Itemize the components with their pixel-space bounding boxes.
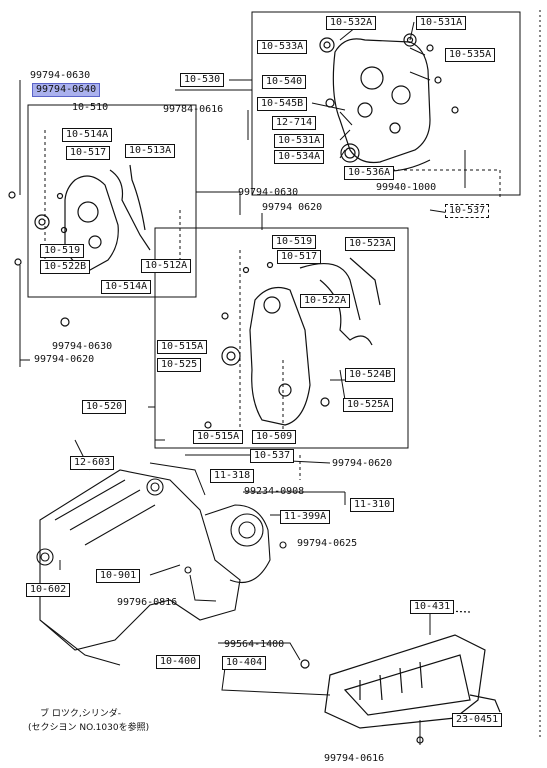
label-99794-0616: 99794-0616 (324, 753, 385, 764)
label-99794-0620-right: 99794-0620 (332, 458, 393, 469)
label-10-515a-bottom[interactable]: 10-515A (193, 430, 244, 444)
label-10-431[interactable]: 10-431 (410, 600, 455, 614)
label-10-533a[interactable]: 10-533A (257, 40, 308, 54)
label-10-510: 10-510 (72, 102, 109, 113)
label-99784-0616: 99784-0616 (163, 104, 224, 115)
group-frame-10-510 (27, 104, 197, 298)
label-10-517-left[interactable]: 10-517 (66, 146, 111, 160)
label-10-404[interactable]: 10-404 (222, 656, 267, 670)
label-99796-0816: 99796-0816 (117, 597, 178, 608)
label-10-530[interactable]: 10-530 (180, 73, 225, 87)
label-11-310[interactable]: 11-310 (350, 498, 395, 512)
label-10-523a[interactable]: 10-523A (345, 237, 396, 251)
label-23-0451[interactable]: 23-0451 (452, 713, 503, 727)
label-99794-0640-highlight[interactable]: 99794-0640 (32, 83, 101, 97)
label-99794-0620-left: 99794-0620 (34, 354, 95, 365)
label-10-531a-mid[interactable]: 10-531A (274, 134, 325, 148)
label-99794-0630-mid-left: 99794-0630 (52, 341, 113, 352)
label-10-522b[interactable]: 10-522B (40, 260, 91, 274)
label-10-517-right[interactable]: 10-517 (277, 250, 322, 264)
label-10-514a-top[interactable]: 10-514A (62, 128, 113, 142)
label-10-524b[interactable]: 10-524B (345, 368, 396, 382)
label-10-520[interactable]: 10-520 (82, 400, 127, 414)
group-frame-10-530 (251, 11, 521, 196)
timing-cover-middle (204, 257, 381, 429)
label-12-603[interactable]: 12-603 (70, 456, 115, 470)
label-10-519-left[interactable]: 10-519 (40, 244, 85, 258)
timing-cover-upper (319, 33, 459, 172)
label-11-399a[interactable]: 11-399A (280, 510, 331, 524)
label-10-534a[interactable]: 10-534A (274, 150, 325, 164)
label-10-537-bottom[interactable]: 10-537 (250, 449, 295, 463)
label-11-318[interactable]: 11-318 (210, 469, 255, 483)
label-10-515a-top[interactable]: 10-515A (157, 340, 208, 354)
label-10-536a[interactable]: 10-536A (344, 166, 395, 180)
oil-pan (300, 609, 501, 744)
label-99794-0625: 99794-0625 (297, 538, 358, 549)
label-99234-0908: 99234-0908 (244, 486, 305, 497)
label-10-514a-bottom[interactable]: 10-514A (101, 280, 152, 294)
label-99794-0620-center: 99794 0620 (262, 202, 323, 213)
label-10-602[interactable]: 10-602 (26, 583, 71, 597)
label-99940-1000: 99940-1000 (376, 182, 437, 193)
leader-lines (19, 21, 466, 745)
label-10-522a[interactable]: 10-522A (300, 294, 351, 308)
label-12-714[interactable]: 12-714 (272, 116, 317, 130)
label-10-901[interactable]: 10-901 (96, 569, 141, 583)
label-99794-0630-top: 99794-0630 (30, 70, 91, 81)
label-10-509[interactable]: 10-509 (252, 430, 297, 444)
engine-block (36, 469, 287, 666)
label-10-535a[interactable]: 10-535A (445, 48, 496, 62)
label-10-540[interactable]: 10-540 (262, 75, 307, 89)
note-section-reference: (セクシヨン NO.1030を参照) (28, 723, 150, 733)
label-99794-0630-center: 99794-0630 (238, 187, 299, 198)
label-10-400[interactable]: 10-400 (156, 655, 201, 669)
label-10-519-right[interactable]: 10-519 (272, 235, 317, 249)
label-10-525a[interactable]: 10-525A (343, 398, 394, 412)
label-10-537-top[interactable]: 10-537 (445, 204, 490, 218)
label-10-525[interactable]: 10-525 (157, 358, 202, 372)
label-10-531a-top[interactable]: 10-531A (416, 16, 467, 30)
label-99564-1400: 99564-1400 (224, 639, 285, 650)
label-10-545b[interactable]: 10-545B (257, 97, 308, 111)
label-10-512a[interactable]: 10-512A (141, 259, 192, 273)
label-10-532a[interactable]: 10-532A (326, 16, 377, 30)
note-cylinder-block: ブ ロツク,シリンダ- (40, 709, 121, 719)
label-10-513a[interactable]: 10-513A (125, 144, 176, 158)
